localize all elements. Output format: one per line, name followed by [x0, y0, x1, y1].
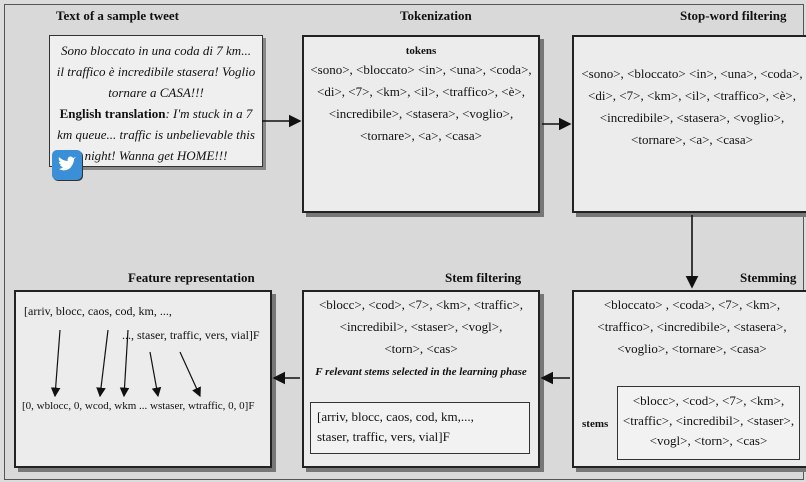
stems-line: <blocc>, <cod>, <7>, <km>,	[632, 393, 785, 408]
feature-vector: [0, wblocc, 0, wcod, wkm ... wstaser, wt…	[22, 400, 255, 412]
token-line: <tornare>, <a>, <casa>	[360, 128, 482, 143]
stems-line: <traffic>, <incredibil>, <staser>,	[622, 413, 795, 428]
feature-top: [arriv, blocc, caos, cod, km, ...,	[24, 304, 172, 318]
filtered-line: <incredibil>, <staser>, <vogl>,	[339, 319, 503, 334]
stemming-line: <bloccato> , <coda>, <7>, <km>,	[603, 297, 781, 312]
arrow-feature-map	[50, 329, 61, 398]
tokenization-box: tokens <sono>, <bloccato> <in>, <una>, <…	[302, 35, 540, 213]
stopword-line: <incredibile>, <stasera>, <voglio>,	[599, 110, 785, 125]
arrow-feature-map	[96, 329, 109, 398]
heading-tokenization: Tokenization	[400, 8, 472, 23]
arrow-feature-map	[119, 329, 130, 398]
filtered-line: <blocc>, <cod>, <7>, <km>, <traffic>,	[318, 297, 524, 312]
token-line: <di>, <7>, <km>, <il>, <traffico>, <è>,	[317, 84, 525, 99]
twitter-bird-icon	[52, 150, 82, 180]
tweet-translation: English translation: I'm stuck in a 7 km…	[50, 103, 262, 166]
tweet-italian: Sono bloccato in una coda di 7 km... il …	[56, 43, 256, 100]
arrow-feature-map	[179, 351, 201, 398]
heading-stopword: Stop-word filtering	[680, 8, 787, 23]
heading-feature: Feature representation	[128, 270, 255, 285]
token-line: <sono>, <bloccato> <in>, <una>, <coda>,	[310, 62, 532, 77]
filtered-line: <torn>, <cas>	[384, 341, 458, 356]
selected-stems-box: [arriv, blocc, caos, cod, km,..., staser…	[310, 402, 530, 454]
heading-tweet: Text of a sample tweet	[56, 8, 179, 23]
heading-stemming: Stemming	[740, 270, 797, 285]
tokens-label: tokens	[405, 45, 437, 57]
arrow-feature-map	[149, 351, 162, 398]
translation-text: : I'm stuck in a 7 km queue... traffic i…	[57, 106, 255, 163]
feature-box: [arriv, blocc, caos, cod, km, ..., ..., …	[14, 290, 272, 468]
stemming-line: <voglio>, <tornare>, <casa>	[617, 341, 767, 356]
feature-top2: ..., staser, traffic, vers, vial]F	[122, 328, 260, 342]
translation-label: English translation	[59, 106, 166, 121]
stems-box: <blocc>, <cod>, <7>, <km>, <traffic>, <i…	[617, 386, 800, 460]
heading-stem-filtering: Stem filtering	[445, 270, 522, 285]
selected-label: F relevant stems selected in the learnin…	[315, 366, 527, 378]
tweet-card: Sono bloccato in una coda di 7 km... il …	[49, 35, 263, 167]
stopword-line: <di>, <7>, <km>, <il>, <traffico>, <è>,	[588, 88, 796, 103]
stopword-line: <sono>, <bloccato> <in>, <una>, <coda>,	[581, 66, 803, 81]
selected-line: staser, traffic, vers, vial]F	[317, 429, 450, 444]
stems-line: <vogl>, <torn>, <cas>	[649, 433, 768, 448]
stems-label: stems	[582, 418, 609, 430]
stemming-line: <traffico>, <incredibile>, <stasera>,	[597, 319, 787, 334]
stopword-box: <sono>, <bloccato> <in>, <una>, <coda>, …	[572, 35, 806, 213]
stopword-line: <tornare>, <a>, <casa>	[631, 132, 753, 147]
selected-line: [arriv, blocc, caos, cod, km,...,	[317, 409, 474, 424]
token-line: <incredibile>, <stasera>, <voglio>,	[328, 106, 514, 121]
